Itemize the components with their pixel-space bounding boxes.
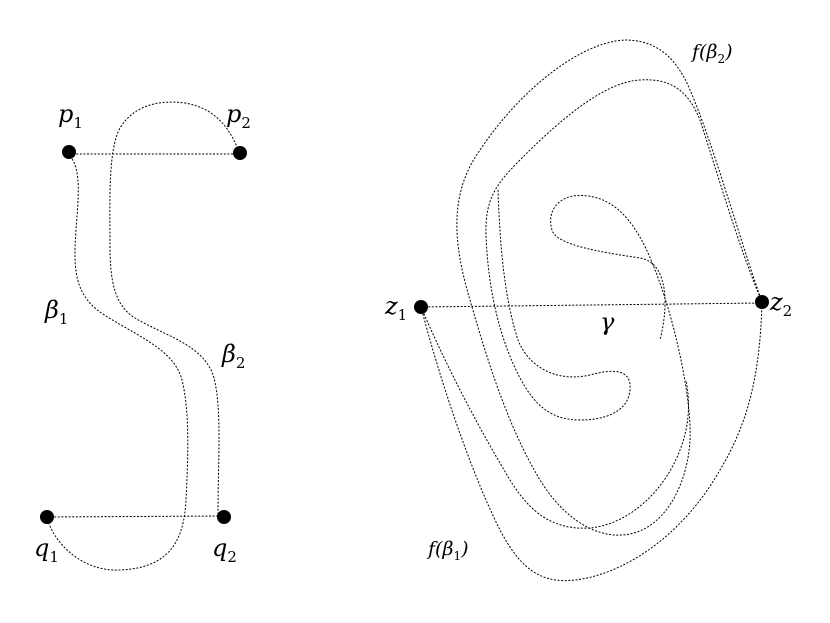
label-q1: q1	[34, 534, 59, 566]
point-q2	[217, 510, 231, 524]
curve-beta1	[46, 155, 189, 571]
label-beta1: β1	[44, 296, 68, 328]
segment-gamma	[420, 302, 763, 308]
label-p2: p2	[226, 100, 251, 132]
curve-f-beta1-inner	[420, 306, 689, 529]
point-z1	[414, 300, 428, 314]
label-z1: z1	[384, 292, 407, 324]
segment-q1-q2	[46, 515, 225, 518]
label-q2: q2	[212, 534, 237, 566]
curve-f-beta2-inner	[485, 79, 763, 421]
label-beta2: β2	[221, 340, 245, 372]
point-p1	[62, 145, 76, 159]
curve-f-beta1	[420, 302, 763, 582]
right-diagram: z1 z2 γ f(β1) f(β2)	[384, 39, 792, 582]
point-z2	[755, 295, 769, 309]
curve-beta2	[109, 101, 240, 516]
label-f-beta1: f(β1)	[426, 538, 469, 563]
curve-f-beta2	[456, 39, 763, 536]
label-p1: p1	[58, 100, 83, 132]
label-z2: z2	[769, 288, 792, 320]
left-diagram: p1 p2 q1 q2 β1 β2	[34, 100, 251, 571]
point-q1	[40, 510, 54, 524]
point-p2	[233, 146, 247, 160]
label-gamma: γ	[600, 308, 615, 336]
label-f-beta2: f(β2)	[690, 41, 733, 66]
